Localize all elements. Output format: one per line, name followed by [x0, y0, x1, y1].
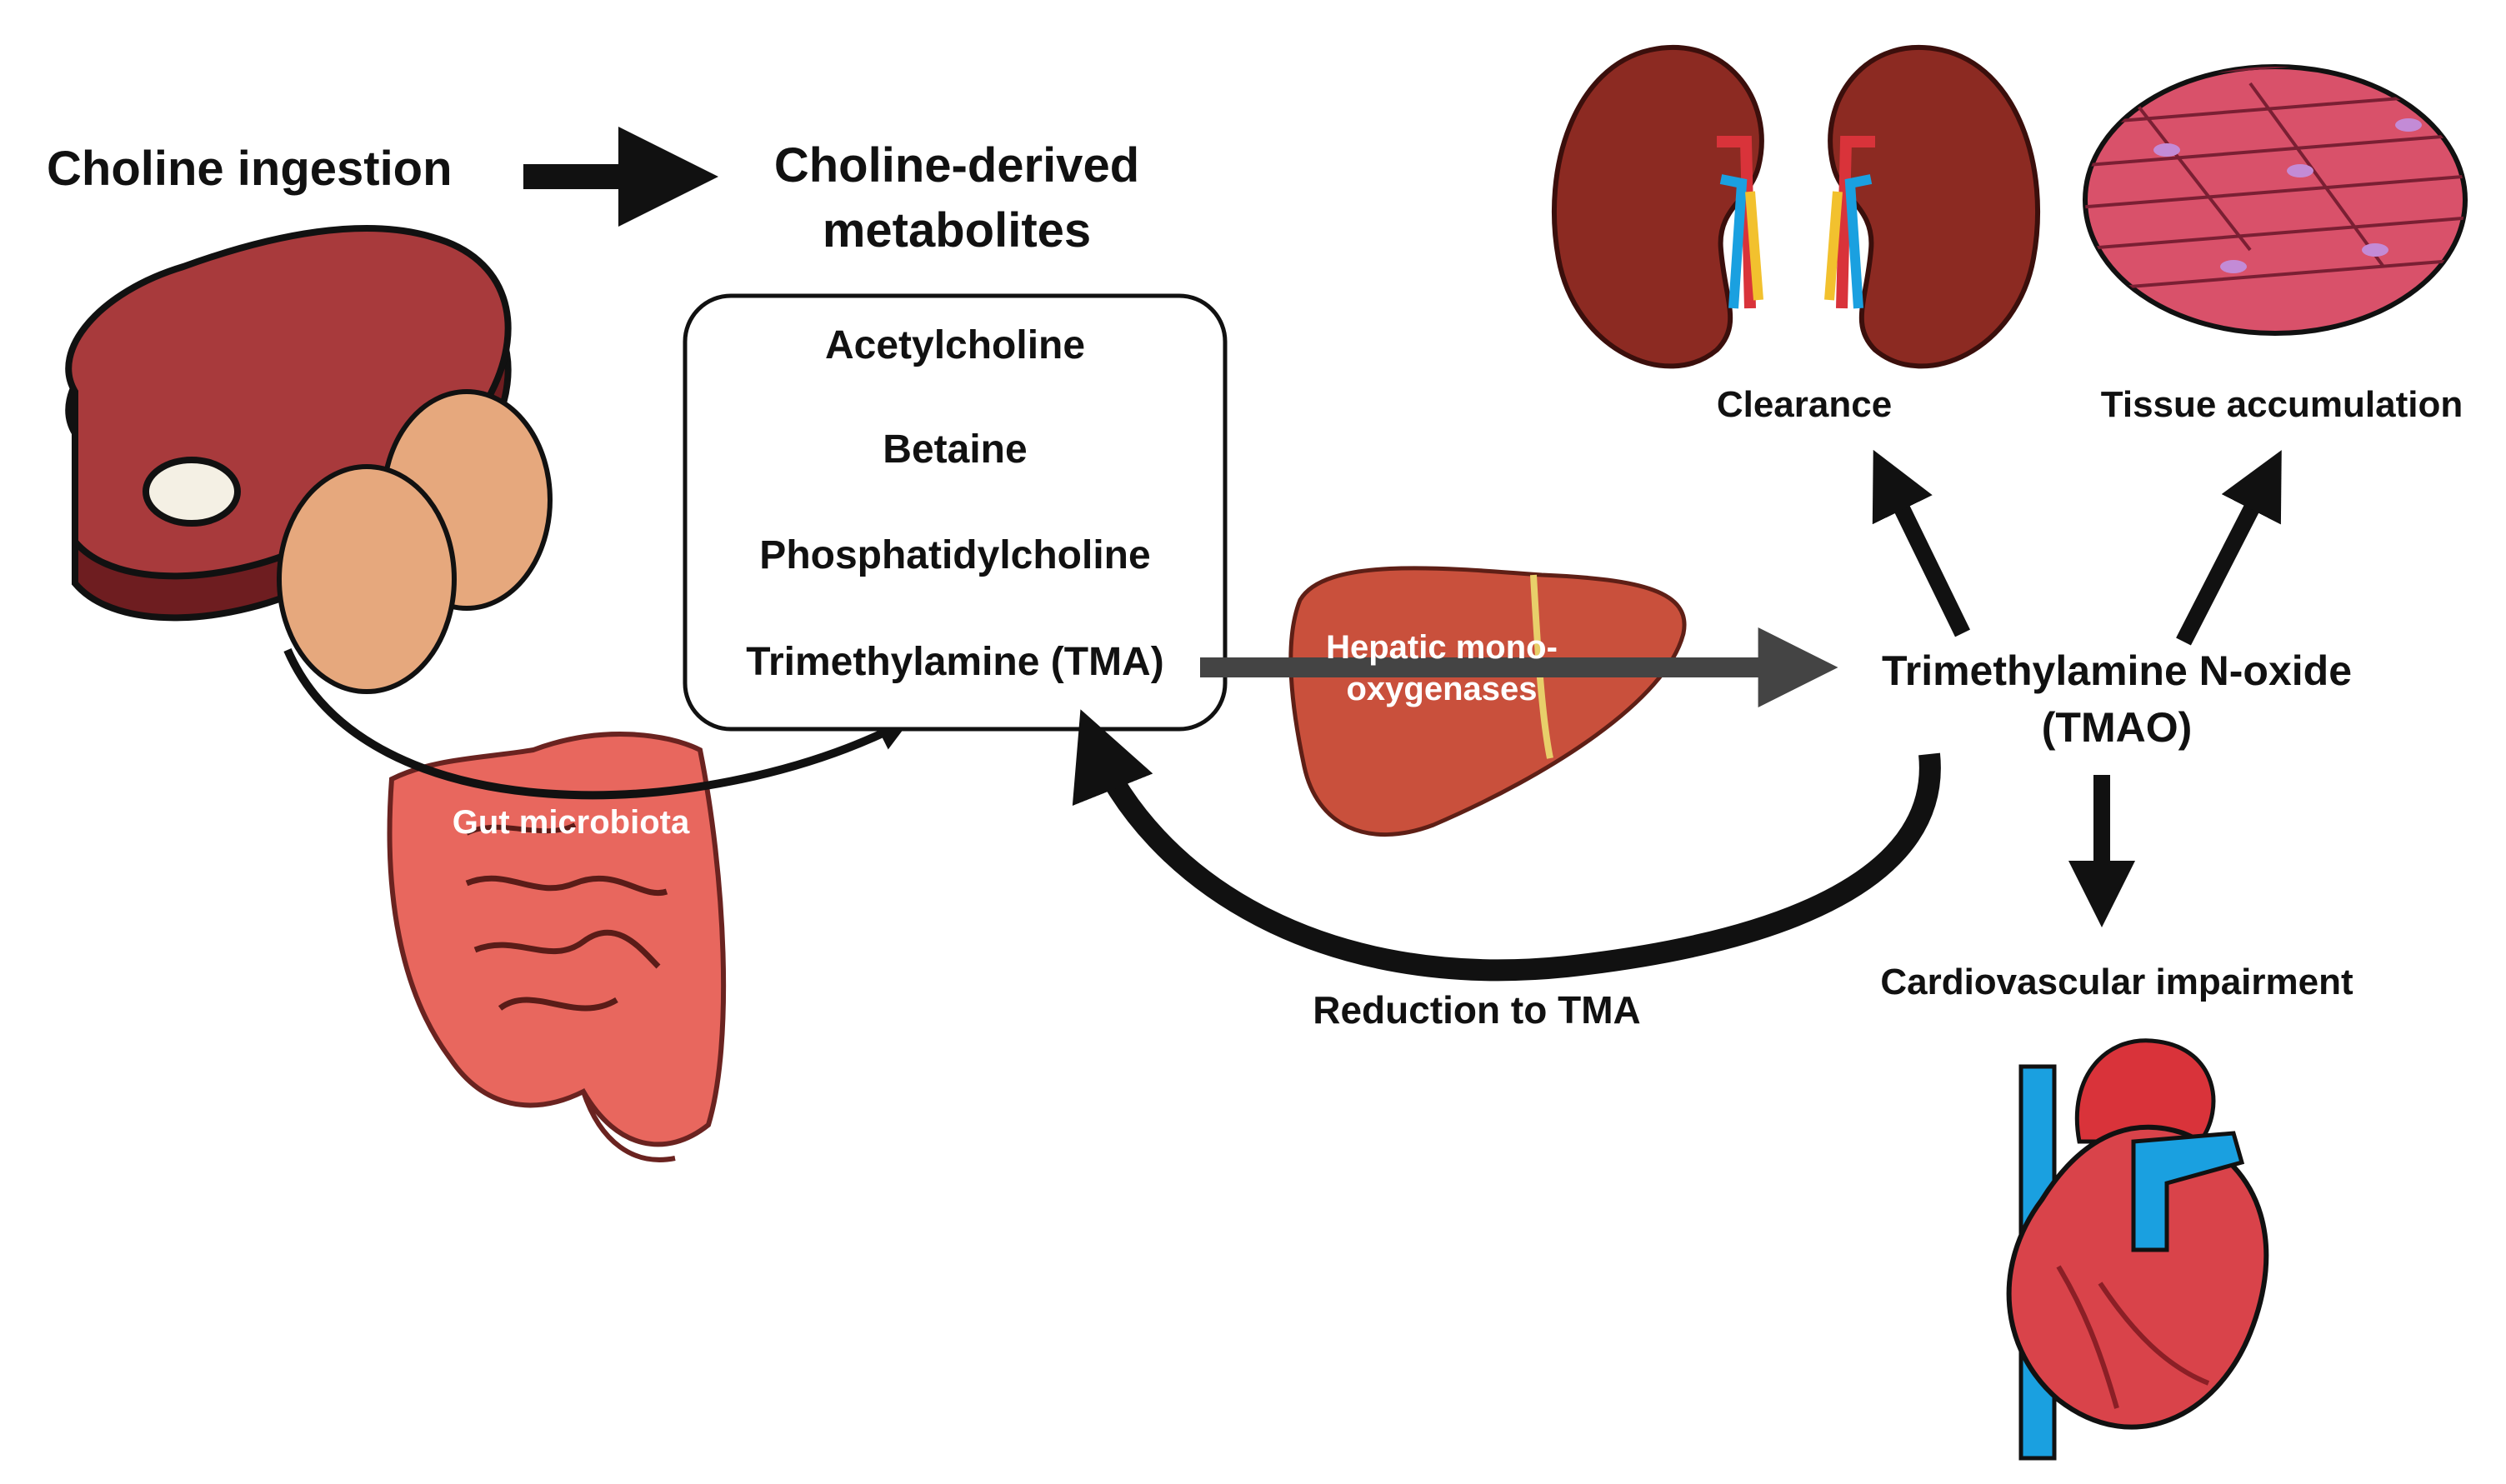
- hepatic-label-line1: Hepatic mono-: [1326, 629, 1558, 666]
- reduction-label: Reduction to TMA: [1313, 988, 1641, 1032]
- muscle-tissue-icon: [2083, 64, 2468, 336]
- gut-microbiota-label: Gut microbiota: [453, 804, 690, 841]
- gut-arc-arrow: [283, 648, 911, 800]
- metabolites-box: [683, 293, 1228, 732]
- tmao-label-line1: Trimethylamine N-oxide: [1882, 647, 2352, 694]
- steak-and-eggs-illustration: [65, 225, 553, 694]
- cardiovascular-label: Cardiovascular impairment: [1880, 962, 2353, 1002]
- reduction-arc-arrow: [1072, 709, 1941, 982]
- tissue-arrow: [2176, 450, 2282, 646]
- liver-icon: [1288, 566, 1687, 837]
- clearance-arrow: [1872, 449, 1970, 637]
- choline-ingestion-label: Choline ingestion: [47, 142, 453, 196]
- metabolites-title-line1: Choline-derived: [774, 138, 1139, 192]
- tmao-label-line2: (TMAO): [2042, 704, 2193, 751]
- intestine-icon: [387, 732, 727, 1162]
- metabolite-acetylcholine: Acetylcholine: [825, 323, 1085, 367]
- kidneys-icon: [1551, 44, 2041, 369]
- egg-icon: [277, 389, 553, 694]
- metabolites-title-line2: metabolites: [823, 203, 1091, 257]
- tissue-accumulation-label: Tissue accumulation: [2101, 384, 2463, 425]
- hepatic-label-line2: oxygenases: [1346, 671, 1537, 707]
- metabolite-betaine: Betaine: [883, 427, 1027, 472]
- clearance-label: Clearance: [1717, 384, 1892, 425]
- metabolite-tma: Trimethylamine (TMA): [746, 640, 1163, 684]
- heart-icon: [2006, 1038, 2269, 1461]
- metabolite-phosphatidylcholine: Phosphatidylcholine: [759, 533, 1150, 577]
